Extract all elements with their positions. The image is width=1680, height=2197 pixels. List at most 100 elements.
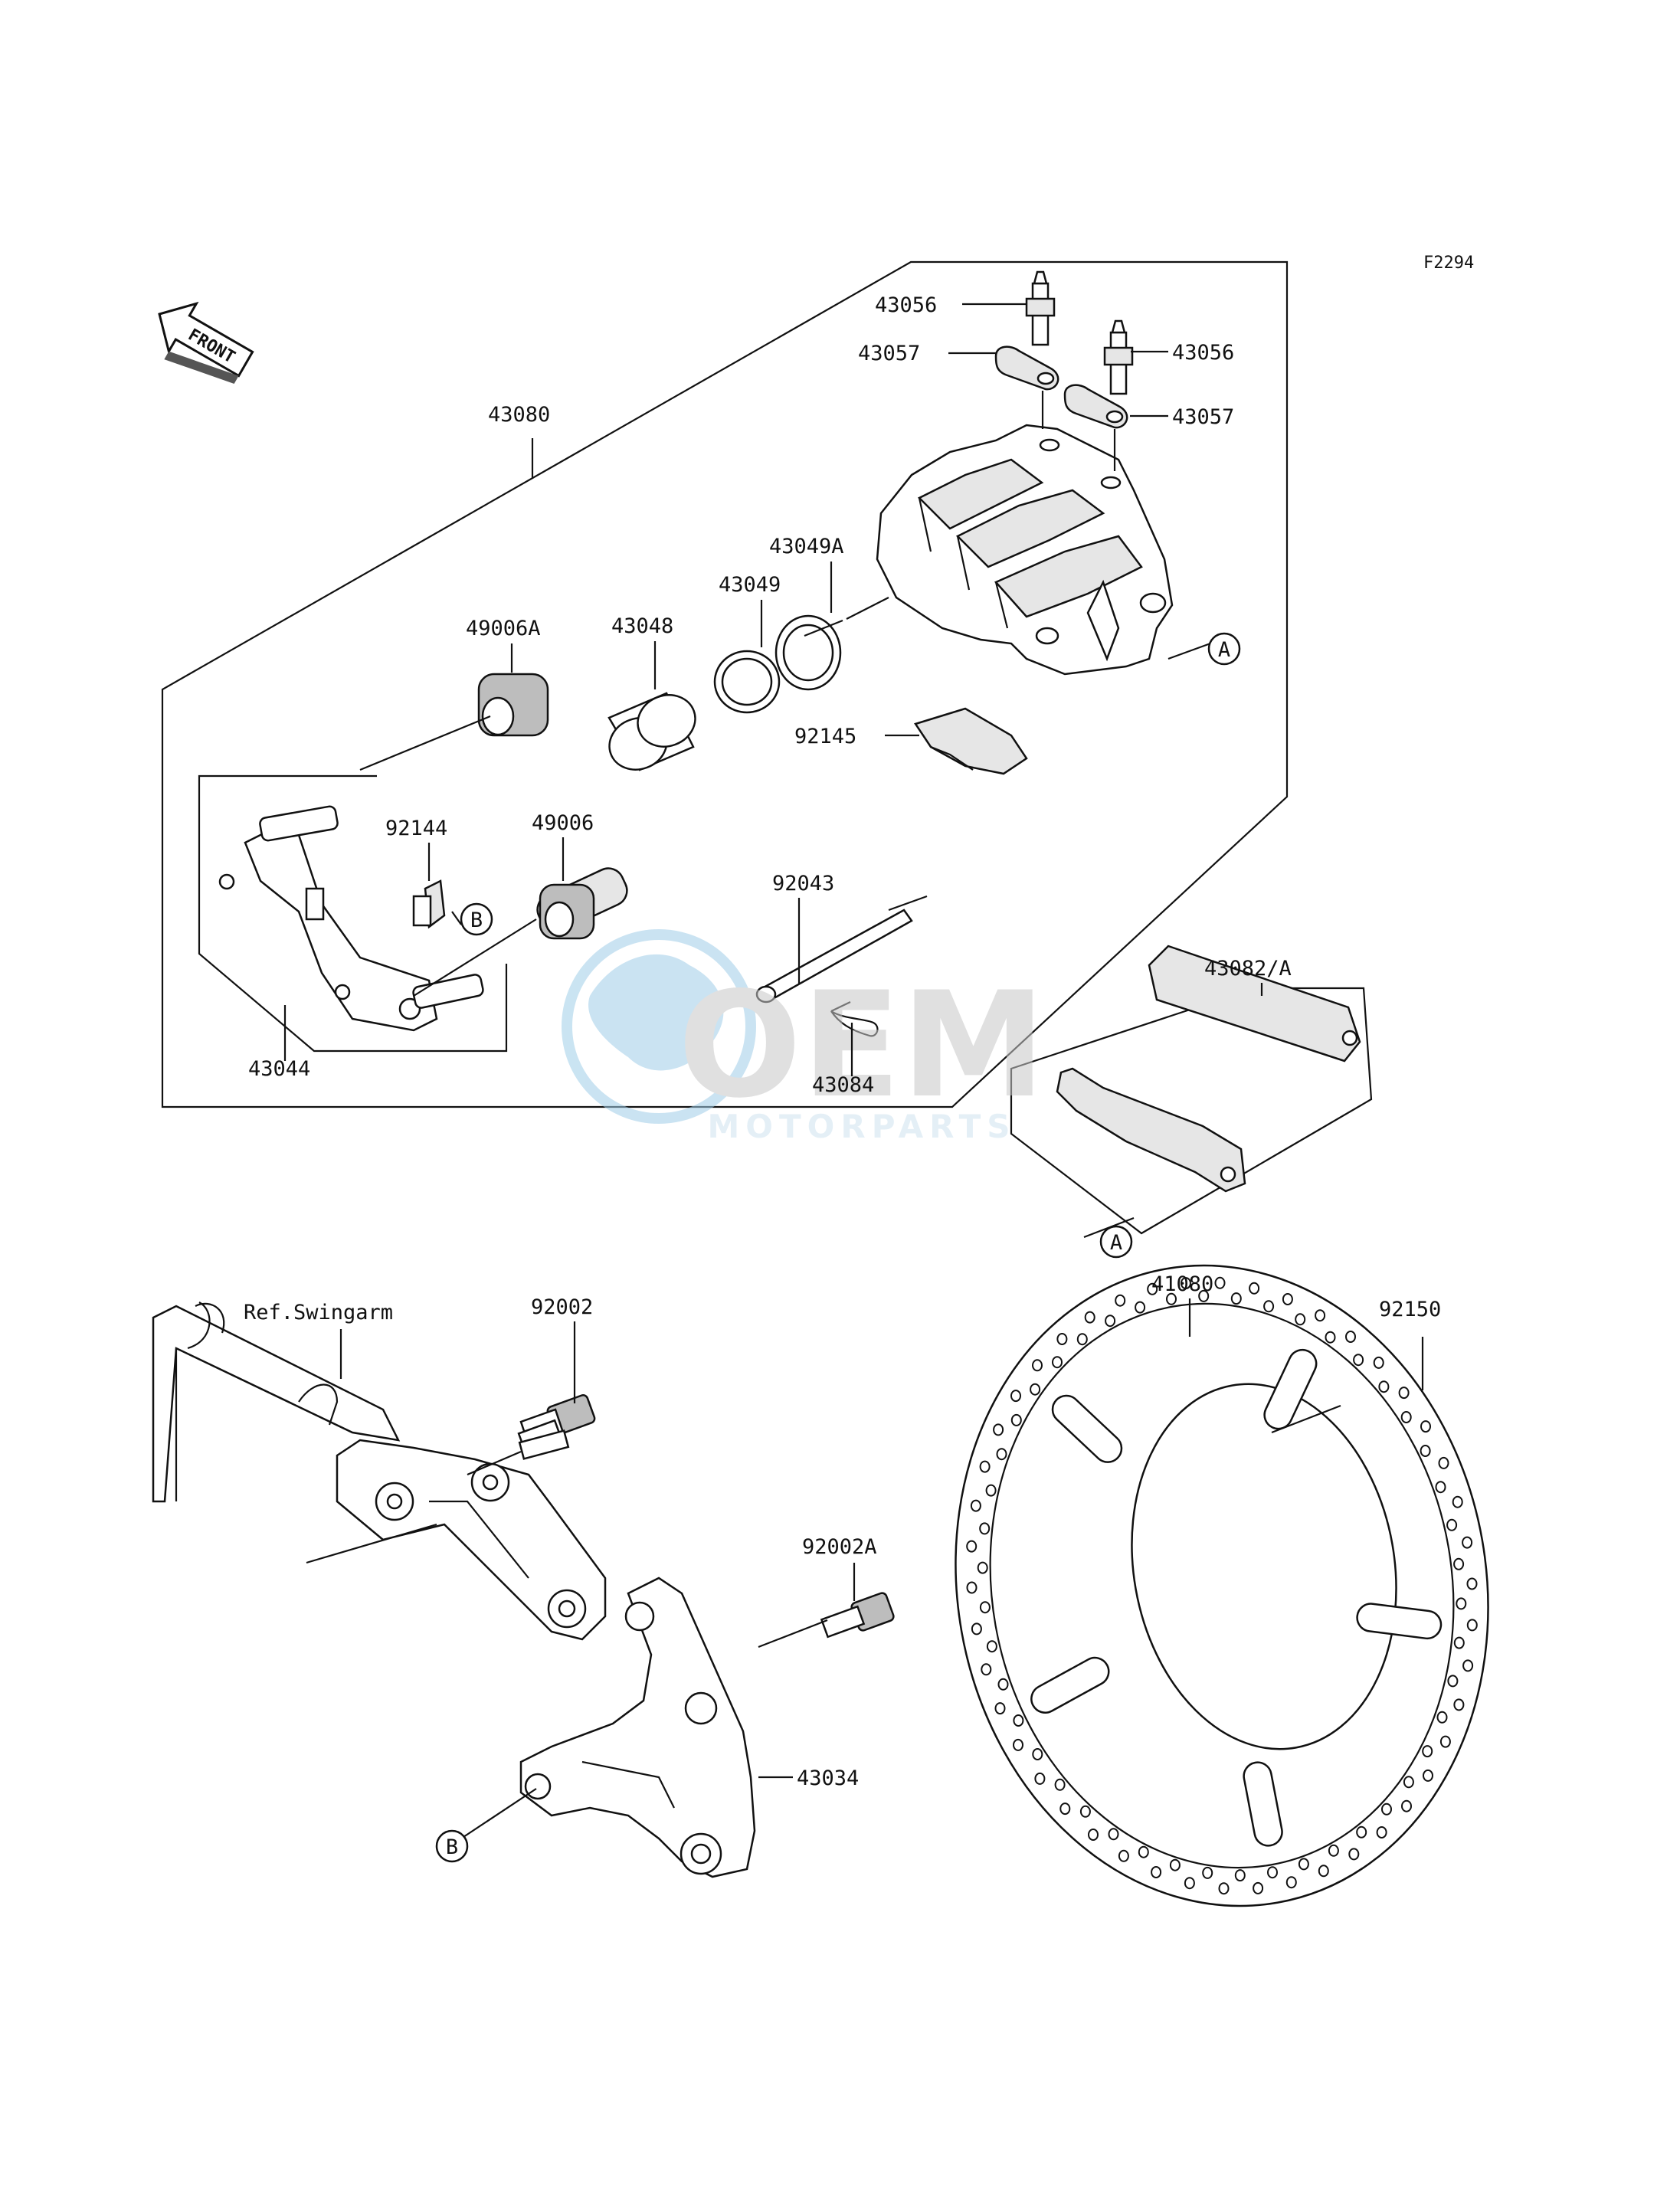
disc-hole: [1446, 1518, 1458, 1531]
disc-hole: [1348, 1848, 1360, 1861]
pads-box: [1010, 987, 1373, 1235]
disc-hole: [986, 1640, 997, 1653]
disc-hole: [1453, 1636, 1465, 1649]
leader-lines: [283, 303, 1424, 1841]
disc-hole: [1169, 1858, 1181, 1871]
disc-hole: [1118, 1849, 1129, 1862]
disc-hole: [1147, 1282, 1158, 1295]
disc-slot: [1243, 1761, 1283, 1847]
disc-hole: [1452, 1495, 1463, 1508]
disc-hole: [1249, 1282, 1260, 1295]
callout-b-bracket: B: [460, 902, 493, 936]
watermark-main: OEM: [678, 961, 1046, 1130]
label-43080: 43080: [488, 403, 550, 427]
disc-hole: [1420, 1445, 1431, 1457]
svg-text:B: B: [446, 1835, 458, 1859]
disc-hole: [1013, 1714, 1024, 1727]
label-49006A: 49006A: [466, 617, 541, 640]
caliper-bracket: [218, 805, 484, 1032]
diagram-code: F2294: [1423, 254, 1474, 273]
disc-hole: [1234, 1869, 1246, 1882]
label-92002: 92002: [531, 1295, 593, 1319]
label-92150: 92150: [1379, 1298, 1441, 1321]
disc-hole: [981, 1663, 992, 1676]
label-49006: 49006: [532, 811, 594, 835]
watermark: OEM MOTORPARTS: [562, 929, 1046, 1145]
label-43056b: 43056: [1172, 341, 1234, 365]
disc-hole: [1267, 1866, 1278, 1879]
disc-hole: [1084, 1311, 1095, 1324]
disc-slot: [1356, 1603, 1443, 1640]
dust-seal: [775, 614, 842, 691]
disc-hole: [1108, 1828, 1119, 1841]
boot-lower: [536, 867, 628, 940]
label-43048: 43048: [611, 614, 673, 638]
disc-hole: [1328, 1844, 1339, 1857]
label-41080: 41080: [1151, 1272, 1213, 1296]
disc-hole: [1378, 1380, 1390, 1393]
pad-spring: [914, 707, 1028, 775]
disc-hole: [1218, 1882, 1230, 1895]
label-43049: 43049: [719, 573, 781, 597]
bolt-92002A: [820, 1592, 895, 1639]
disc-hole: [1032, 1748, 1043, 1760]
watermark-sub: MOTORPARTS: [708, 1108, 1017, 1145]
disc-hole: [1423, 1769, 1433, 1782]
label-92002A: 92002A: [802, 1535, 877, 1559]
disc-hole: [1180, 1277, 1191, 1290]
label-ref-swingarm: Ref.Swingarm: [244, 1301, 393, 1324]
disc-hole: [1373, 1356, 1384, 1369]
disc-hole: [1456, 1597, 1467, 1610]
disc-hole: [979, 1460, 991, 1473]
disc-hole: [1282, 1293, 1293, 1305]
disc-hole: [994, 1702, 1006, 1715]
disc-hole: [1253, 1881, 1264, 1894]
disc-hole: [966, 1540, 978, 1553]
disc-hole: [970, 1499, 981, 1512]
disc-hole: [1315, 1309, 1326, 1322]
disc-hole: [1184, 1877, 1195, 1890]
brake-disc: [955, 1264, 1489, 1907]
disc-hole: [1439, 1735, 1451, 1748]
disc-hole: [1462, 1659, 1474, 1672]
disc-hole: [1056, 1333, 1068, 1345]
disc-hole: [996, 1448, 1007, 1461]
disc-slot: [1051, 1394, 1123, 1463]
label-43084: 43084: [812, 1073, 874, 1097]
disc-hole: [1400, 1411, 1412, 1423]
disc-hole: [1135, 1301, 1146, 1314]
label-43082A: 43082/A: [1204, 957, 1292, 981]
disc-hole: [1052, 1356, 1063, 1369]
swingarm-reference: [152, 1302, 401, 1503]
disc-hole: [1453, 1698, 1465, 1711]
svg-text:B: B: [470, 909, 483, 932]
bleed-cap-right: [1063, 384, 1128, 429]
disc-hole: [985, 1484, 997, 1497]
disc-hole: [1105, 1315, 1116, 1328]
disc-hole: [1285, 1876, 1297, 1889]
label-43049A: 43049A: [769, 535, 844, 558]
disc-hole: [1076, 1333, 1088, 1346]
disc-hole: [1138, 1845, 1149, 1858]
label-92144: 92144: [385, 817, 447, 840]
piston-seal: [713, 650, 781, 714]
disc-hole: [1059, 1802, 1071, 1816]
callout-a-pad: A: [1099, 1225, 1133, 1259]
bleed-valve-right: [1103, 319, 1134, 395]
label-43057a: 43057: [858, 342, 920, 365]
disc-hole: [1420, 1420, 1431, 1433]
label-43057b: 43057: [1172, 405, 1234, 429]
disc-hole: [1345, 1331, 1356, 1343]
disc-hole: [1376, 1826, 1387, 1838]
disc-hole: [1401, 1799, 1412, 1812]
pad-clip: [412, 879, 446, 929]
disc-hole: [1438, 1456, 1449, 1469]
label-43044: 43044: [248, 1057, 310, 1081]
disc-hole: [1088, 1829, 1099, 1841]
front-arrow-icon: FRONT: [158, 301, 254, 384]
caliper-mounting-plate: [336, 1429, 607, 1641]
disc-hole: [1466, 1577, 1478, 1590]
cotter-pin: [830, 1001, 879, 1037]
label-43056a: 43056: [875, 293, 937, 317]
